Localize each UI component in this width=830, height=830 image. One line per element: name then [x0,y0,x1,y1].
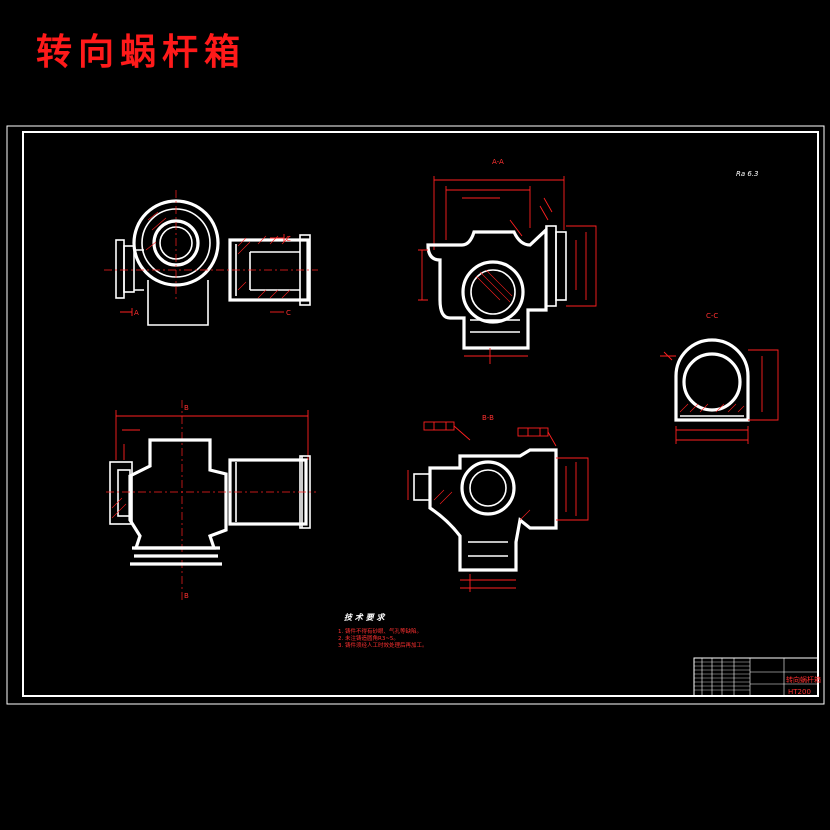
tech-req-heading: 技 术 要 求 [344,613,386,622]
tech-req-item-2: 2. 未注铸造圆角R3~5。 [338,634,399,642]
section-c-label: C-C [706,312,718,320]
sheet-inner-border [22,131,819,697]
title-block-material: HT200 [788,688,811,696]
tech-req-item-1: 1. 铸件不得有砂眼、气孔等缺陷。 [338,627,422,635]
title-block: 转向蜗杆箱 HT200 [693,657,821,697]
section-a-view: A-A [418,158,597,364]
bottom-left-view: B B [106,400,316,600]
page-title: 转向蜗杆箱 [36,31,247,73]
svg-text:B: B [184,404,189,412]
title-block-part-name: 转向蜗杆箱 [786,675,821,684]
section-a-label: A-A [492,158,504,166]
technical-requirements: 技 术 要 求 1. 铸件不得有砂眼、气孔等缺陷。 2. 未注铸造圆角R3~5。… [338,613,428,649]
front-view: A C C [104,190,318,326]
section-b-view: B-B [407,414,589,592]
section-b-label: B-B [482,414,494,422]
svg-text:C: C [286,309,291,317]
svg-text:C: C [286,235,291,243]
svg-text:A: A [134,309,139,317]
sheet-outer-border [6,125,825,705]
svg-text:B: B [184,592,189,600]
tech-req-item-3: 3. 铸件须经人工时效处理后再加工。 [338,641,428,649]
section-c-view: C-C [660,312,779,444]
roughness-note: Ra 6.3 [736,170,759,178]
